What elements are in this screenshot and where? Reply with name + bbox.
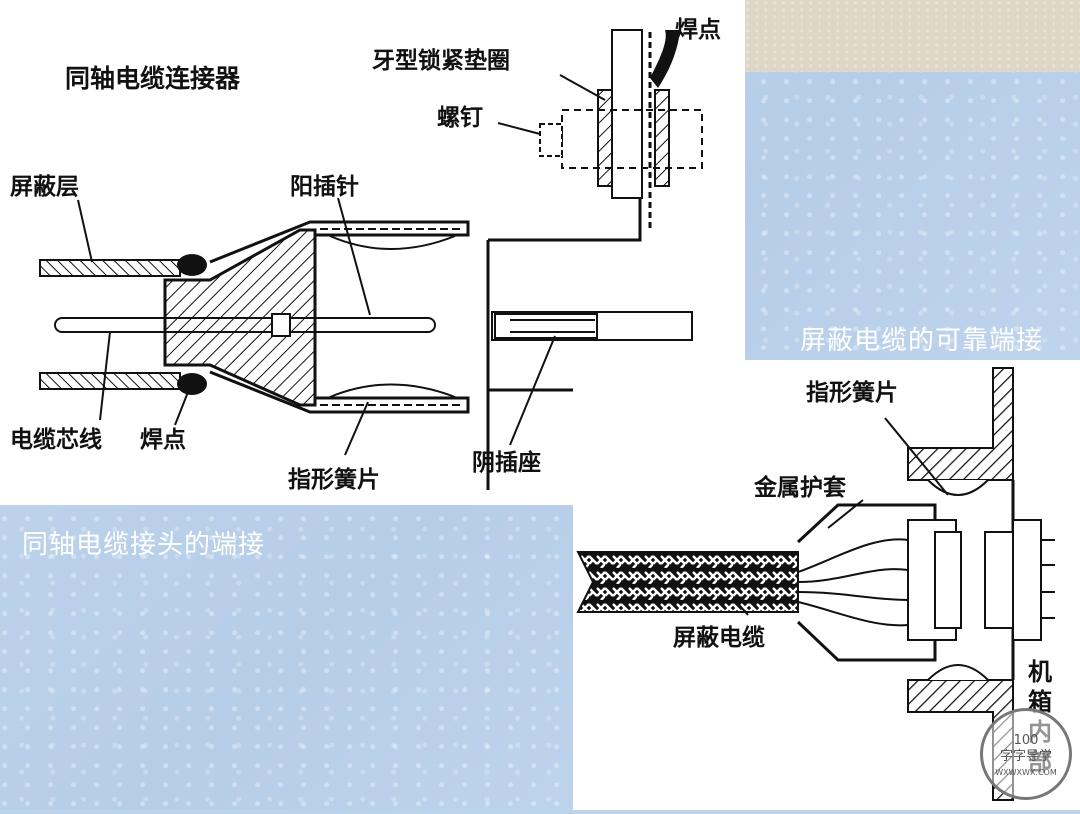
label-screw: 螺钉 [437,104,483,131]
finger-spring-upper [927,479,989,496]
finger-spring-lower [927,664,989,681]
leader-lines [77,29,681,456]
chassis-wall-upper [907,367,1014,481]
label-solder-top: 焊点 [675,17,721,43]
female-socket-contact [494,313,598,339]
receptacle-face [984,531,1014,629]
cable-shield-lower [39,372,181,390]
watermark-stamp: 100 字字导学 WXWXWX.COM [980,708,1072,800]
label-core-wire: 电缆芯线 [10,426,102,453]
pin-collar [271,313,291,337]
label-lock-washer: 牙型锁紧垫圈 [372,47,510,74]
leader-lines-bottom [732,417,949,616]
solder-point-upper [177,254,207,276]
watermark-line-2: 字字导学 [999,749,1052,764]
shielded-cable-diagram: 指形簧片 金属护套 屏蔽电缆 机 箱 内 部 [576,367,1055,801]
shielded-cable-braid [576,551,799,613]
watermark-line-1: 100 [1013,733,1039,748]
caption-coax-termination: 同轴电缆接头的端接 [22,530,266,560]
solder-point-lower [177,373,207,395]
inner-wires [797,538,909,627]
label-finger-spring: 指形簧片 [288,466,380,493]
receptacle-body [1012,519,1042,641]
lock-washer-right [654,89,670,187]
label-chassis-inside-1: 机 [1028,658,1052,686]
shielded-cable-diagram-panel: 指形簧片 金属护套 屏蔽电缆 机 箱 内 部 [573,360,1080,810]
label-shield-layer: 屏蔽层 [10,174,79,200]
caption-shielded-cable-termination: 屏蔽电缆的可靠端接 [800,326,1044,356]
cable-shield-upper [39,259,181,277]
solder-point-top [650,30,680,88]
mounting-flange [611,29,643,199]
plug-sleeve [209,220,470,414]
finger-spring-lower [329,383,456,398]
label-solder-bottom: 焊点 [140,427,186,453]
screw-head [539,123,563,157]
coax-connector-diagram: 同轴电缆连接器 [10,17,721,493]
finger-spring-upper [329,235,456,250]
label-shielded-cable: 屏蔽电缆 [673,624,765,651]
label-male-pin: 阳插针 [290,174,359,200]
watermark-line-3: WXWXWX.COM [995,768,1057,777]
label-metal-sheath: 金属护套 [753,474,846,501]
label-finger-spring-bottom: 指形簧片 [806,379,898,406]
label-female-socket: 阴插座 [472,449,541,476]
coax-connector-diagram-panel: 同轴电缆连接器 [0,0,745,505]
plug-insert-face [934,531,962,629]
lock-washer-left [597,89,613,187]
receptacle-pins [1041,539,1055,619]
plug-body [163,228,317,407]
diagram-title: 同轴电缆连接器 [65,64,241,93]
beige-strip [745,0,1080,72]
